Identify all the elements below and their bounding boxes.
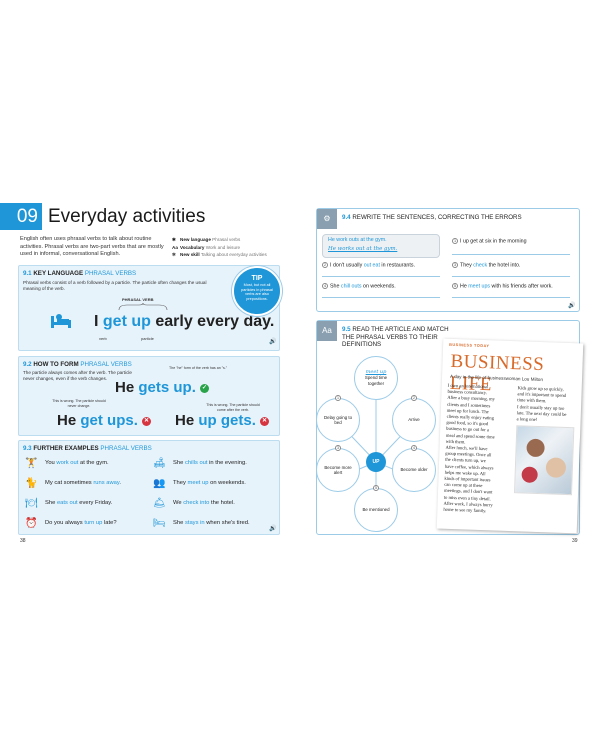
box-text: The particle always comes after the verb… (23, 370, 132, 381)
wrong-sentence-1: He get ups. ✕ (57, 412, 152, 429)
correct-sentence: He gets up. ✓ (115, 379, 210, 396)
audio-icon[interactable]: 🔊 (269, 339, 277, 345)
article-column-1: I own an international business consulta… (443, 382, 495, 514)
exercise-title: 9.5 READ THE ARTICLE AND MATCH THE PHRAS… (342, 326, 449, 349)
verb-label: verb (99, 336, 107, 341)
sample-sentence: He work outs at the gym. (328, 237, 387, 243)
article-tag: BUSINESS TODAY (449, 342, 490, 349)
how-to-form-box: 9.2 HOW TO FORM PHRASAL VERBS The partic… (18, 356, 280, 436)
gears-icon: ⚙ (317, 209, 337, 229)
example-4: They meet up on weekends. (173, 480, 246, 486)
hub-particle: UP (366, 452, 386, 472)
business-article: BUSINESS TODAY BUSINESS LIFE A day in th… (436, 338, 584, 534)
chapter-header: 09 Everyday activities (0, 203, 290, 230)
example-2: She chills out in the evening. (173, 460, 247, 466)
sample-answer-box (322, 234, 440, 258)
weightlifting-icon: 🏋 (25, 458, 38, 469)
tip-badge: TIP Most, but not all particles in phras… (232, 266, 282, 316)
intro-text: English often uses phrasal verbs to talk… (20, 236, 164, 258)
exercise-9-4: ⚙ 9.4 REWRITE THE SENTENCES, CORRECTING … (316, 208, 580, 312)
business-meeting-photo (514, 425, 575, 496)
verb-word: get (102, 313, 127, 330)
meeting-icon: 👥 (153, 478, 166, 489)
new-skill-icon: ✲ (172, 252, 176, 258)
box-heading: 9.1 KEY LANGUAGE PHRASAL VERBS (23, 270, 137, 277)
cross-icon: ✕ (260, 416, 270, 426)
answer-line[interactable] (322, 276, 440, 277)
vocabulary-icon: Aa (317, 321, 337, 341)
answer-line[interactable] (452, 297, 570, 298)
check-icon: ✓ (200, 383, 210, 393)
answer-line[interactable] (322, 297, 440, 298)
legend-item: ✲New skill Talking about everyday activi… (172, 252, 267, 258)
box-text: Phrasal verbs consist of a verb followed… (23, 280, 207, 291)
box-heading: 9.2 HOW TO FORM PHRASAL VERBS (23, 361, 132, 368)
wrong-note-2: This is wrong. The particle should come … (206, 403, 260, 412)
wrong-sentence-2: He up gets. ✕ (175, 412, 270, 429)
sample-answer: He works out at the gym. (328, 246, 398, 252)
box-heading: 9.3 FURTHER EXAMPLES PHRASAL VERBS (23, 445, 152, 452)
example-sentence: I get up early every day. (94, 313, 275, 330)
sleeping-icon: 🛏 (153, 518, 166, 529)
audio-icon[interactable]: 🔊 (269, 526, 277, 532)
exercise-title: 9.4 REWRITE THE SENTENCES, CORRECTING TH… (342, 214, 522, 221)
chapter-title: Everyday activities (48, 206, 206, 227)
hotel-checkin-icon: 🛎 (153, 498, 166, 509)
new-language-icon: ✱ (172, 237, 176, 242)
phrasal-verb-brace (118, 303, 168, 311)
page-number-left: 38 (20, 538, 26, 544)
article-column-2: Kids grow up so quickly, and it's import… (516, 385, 567, 422)
answer-line[interactable] (452, 276, 570, 277)
person-in-bed-icon (49, 310, 73, 330)
dining-icon: 🍽 (25, 498, 38, 509)
running-cat-icon: 🐈 (25, 478, 38, 489)
wrong-note-1: This is wrong. The particle should never… (52, 399, 106, 408)
audio-icon[interactable]: 🔊 (568, 303, 576, 309)
page-number-right: 39 (572, 538, 578, 544)
example-5: She eats out every Friday. (45, 500, 113, 506)
particle-label: particle (141, 336, 154, 341)
particle-word: up (131, 313, 151, 330)
legend-item: ✱New language Phrasal verbs (172, 237, 241, 242)
example-1: You work out at the gym. (45, 460, 109, 466)
further-examples-box: 9.3 FURTHER EXAMPLES PHRASAL VERBS 🏋 You… (18, 440, 280, 535)
example-3: My cat sometimes runs away. (45, 480, 121, 486)
brace-label: PHRASAL VERB (122, 297, 154, 302)
example-8: She stays in when she's tired. (173, 520, 250, 526)
relaxing-icon: 🛋 (153, 458, 166, 469)
example-6: We check into the hotel. (173, 500, 235, 506)
cross-icon: ✕ (142, 416, 152, 426)
late-arrival-icon: ⏰ (25, 518, 38, 529)
vocabulary-icon: Aa (172, 244, 178, 250)
answer-line[interactable] (452, 254, 570, 255)
example-7: Do you always turn up late? (45, 520, 117, 526)
chapter-number: 09 (0, 203, 42, 230)
note-he-form: The "he" form of the verb has an "s." (169, 366, 228, 370)
